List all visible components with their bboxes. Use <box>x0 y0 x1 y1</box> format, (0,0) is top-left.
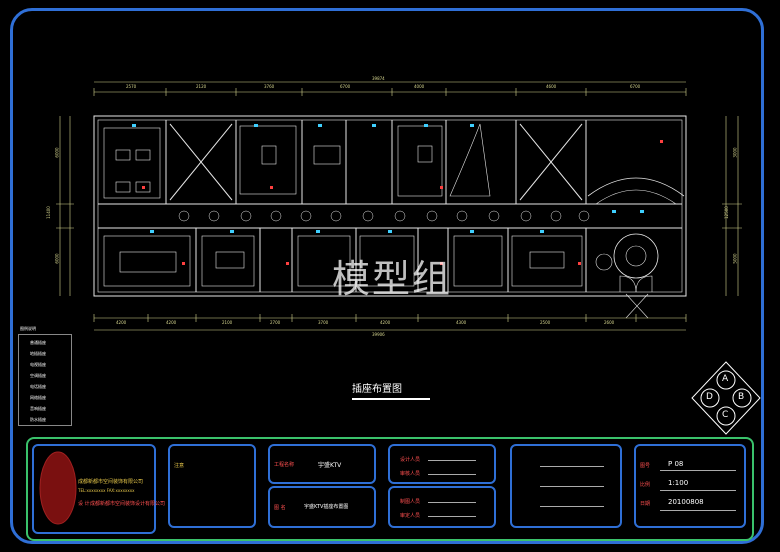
scale-label: 比例 <box>640 482 651 488</box>
row-divider <box>660 470 736 471</box>
date-value: 20100808 <box>668 498 704 506</box>
bottom-dim-3: 2100 <box>222 320 233 325</box>
bottom-dim-1: 4200 <box>116 320 127 325</box>
signature-line <box>428 516 476 517</box>
bottom-dim-2: 4200 <box>166 320 177 325</box>
compass-letter: A <box>722 374 729 384</box>
compass-letter: C <box>722 410 729 420</box>
legend-title: 图例说明 <box>20 326 36 331</box>
compass-diamond <box>691 361 761 435</box>
company-box <box>32 444 156 534</box>
legend-row: 电视插座 <box>30 362 46 367</box>
number-value: P 08 <box>668 460 684 468</box>
drawing-value: 宇盛KTV插座布置图 <box>304 504 349 510</box>
bottom-dim-8: 2500 <box>540 320 551 325</box>
legend-row: 网络插座 <box>30 395 46 400</box>
signature-line <box>428 460 476 461</box>
bottom-dim-6: 4200 <box>380 320 391 325</box>
legend-row: 地插插座 <box>30 351 46 356</box>
date-label: 日期 <box>640 501 651 507</box>
right-dim-2: 12500 <box>723 206 729 219</box>
company-line1: 成都新都市空间装饰有限公司 <box>78 479 144 485</box>
number-label: 图号 <box>640 463 651 469</box>
left-dim-3: 6000 <box>54 253 60 264</box>
design-value: 成都新都市空间装饰设计有限公司 <box>90 501 166 507</box>
row-divider <box>660 490 736 491</box>
bottom-dim-4: 2700 <box>270 320 281 325</box>
project-value: 宇盛KTV <box>318 462 342 469</box>
drawing-name-box <box>268 486 376 528</box>
right-dim-1: 3000 <box>732 147 738 158</box>
personnel-box-bottom <box>388 486 496 528</box>
project-label: 工程名称 <box>274 462 295 468</box>
drawing-label: 图 名 <box>274 505 286 511</box>
signature-line <box>540 506 604 507</box>
row-divider <box>660 510 736 511</box>
outer-wall <box>93 115 687 297</box>
top-dim-5: 4000 <box>414 84 425 89</box>
signature-line <box>540 466 604 467</box>
left-dim-2: 11400 <box>45 206 51 219</box>
compass-letter: B <box>738 392 745 402</box>
signature-line <box>428 502 476 503</box>
blank-signature-box <box>510 444 622 528</box>
overall-dim-bottom: 39906 <box>372 332 385 337</box>
approve-label: 审定人员 <box>400 513 421 519</box>
design-person-label: 设计人员 <box>400 457 421 463</box>
note-label: 注意 <box>174 463 185 469</box>
top-dim-6: 4600 <box>546 84 557 89</box>
compass-letter: D <box>706 392 713 402</box>
top-dim-2: 2120 <box>196 84 207 89</box>
sheet-info-box <box>634 444 746 528</box>
draw-label: 制图人员 <box>400 499 421 505</box>
legend <box>18 334 72 426</box>
top-dim-1: 2570 <box>126 84 137 89</box>
check-label: 审核人员 <box>400 471 421 477</box>
personnel-box-top <box>388 444 496 484</box>
overall-dim-top: 39874 <box>372 76 385 81</box>
bottom-dim-5: 3700 <box>318 320 329 325</box>
design-label: 设 计 <box>78 501 90 507</box>
legend-row: 电话插座 <box>30 384 46 389</box>
title-underline <box>352 398 430 400</box>
bottom-dim-9: 2600 <box>604 320 615 325</box>
top-dim-3: 3760 <box>264 84 275 89</box>
notes-box <box>168 444 256 528</box>
legend-row: 空调插座 <box>30 373 46 378</box>
legend-row: 普通插座 <box>30 340 46 345</box>
inner-wall <box>97 119 683 293</box>
project-box <box>268 444 376 484</box>
top-dim-4: 6700 <box>340 84 351 89</box>
title-block <box>26 437 754 541</box>
left-dim-1: 6000 <box>54 147 60 158</box>
scale-value: 1:100 <box>668 479 689 487</box>
signature-line <box>428 474 476 475</box>
drawing-title: 插座布置图 <box>352 384 402 395</box>
bottom-dim-7: 4300 <box>456 320 467 325</box>
legend-row: 音响插座 <box>30 406 46 411</box>
signature-line <box>540 486 604 487</box>
drawing-frame <box>10 8 764 544</box>
legend-row: 防水插座 <box>30 417 46 422</box>
watermark: 模型组 <box>332 257 453 301</box>
right-dim-3: 5000 <box>732 253 738 264</box>
top-dim-7: 6700 <box>630 84 641 89</box>
company-line2: TEL:xxxxxxxx FAX:xxxxxxxx <box>78 488 135 493</box>
